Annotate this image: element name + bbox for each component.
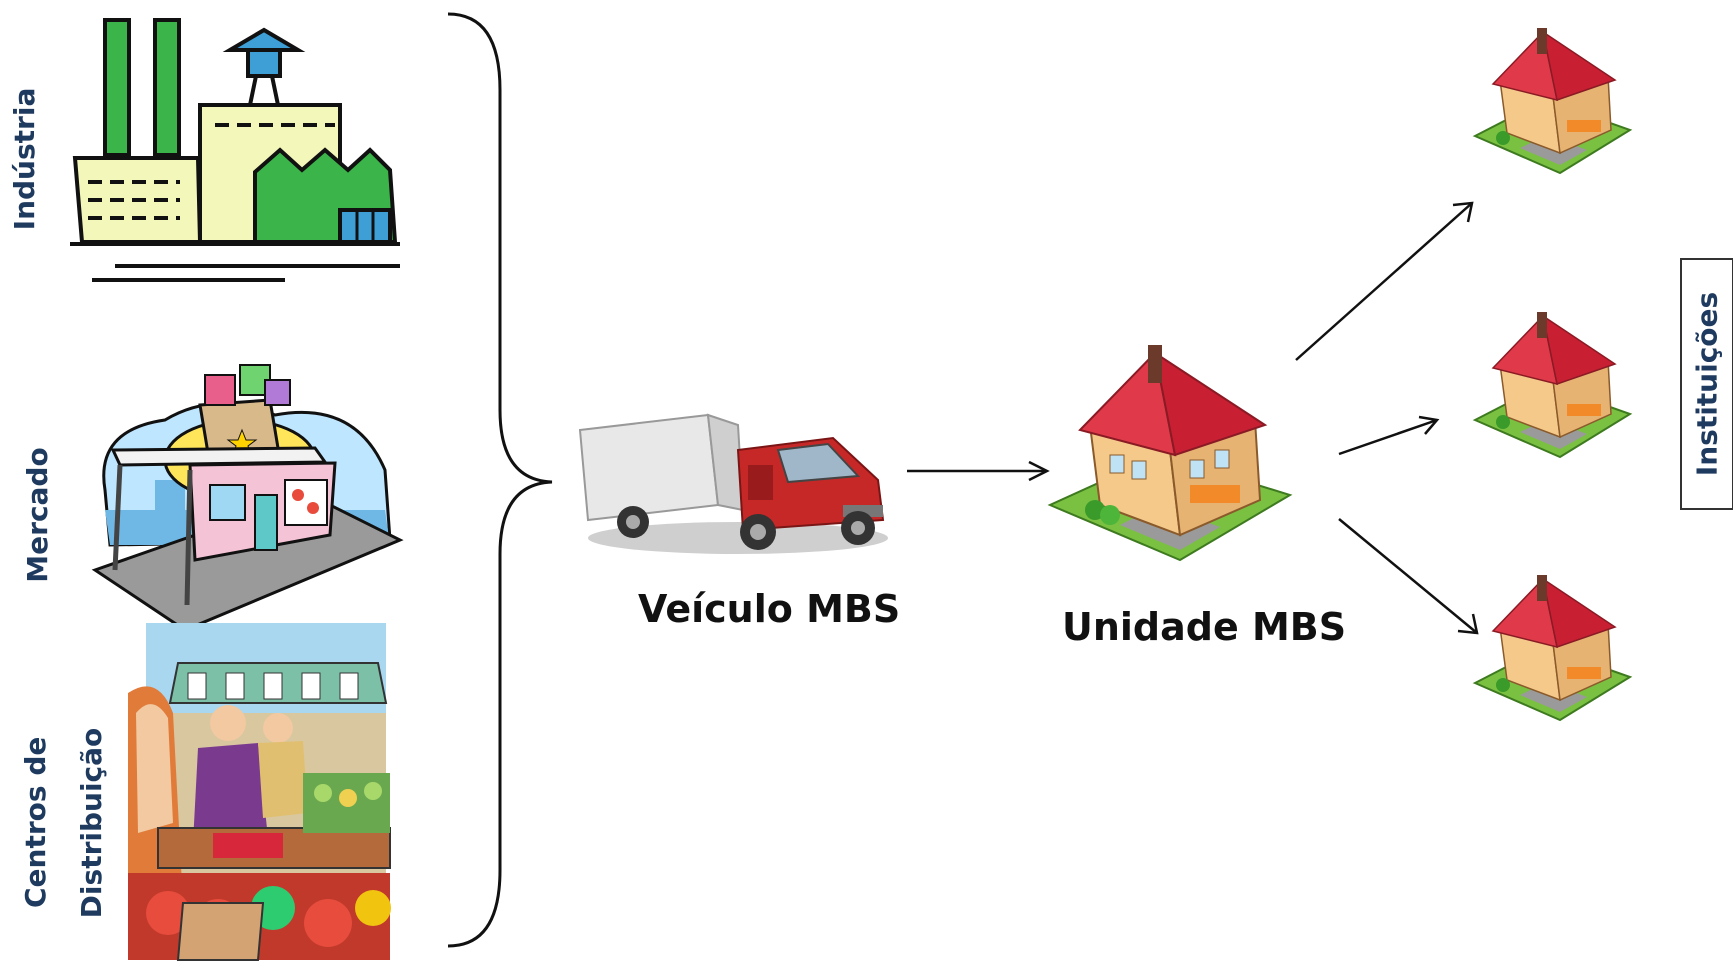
distribution-center-icon <box>128 623 391 961</box>
vehicle-label: Veículo MBS <box>638 587 901 631</box>
industry-label: Indústria <box>8 87 41 231</box>
arrow-vehicle-to-unit <box>907 460 1050 482</box>
distribution-label-line2: Distribuição <box>75 727 108 919</box>
truck-icon <box>578 413 888 554</box>
unit-house-icon <box>1047 345 1293 562</box>
factory-icon <box>70 18 400 282</box>
distribution-label-line1: Centros de <box>19 736 52 908</box>
institution-house-icon <box>1472 312 1633 459</box>
arrow-unit-to-institution-middle <box>1338 415 1440 456</box>
institution-house-icon <box>1472 575 1633 722</box>
institution-house-icon <box>1472 28 1633 175</box>
arrow-unit-to-institution-bottom <box>1338 518 1479 635</box>
unit-label: Unidade MBS <box>1062 605 1347 649</box>
market-label: Mercado <box>21 447 54 583</box>
arrow-unit-to-institution-top <box>1295 201 1474 361</box>
market-icon <box>91 364 404 632</box>
institutions-label-box: Instituições <box>1680 258 1733 510</box>
grouping-brace <box>447 12 553 948</box>
institutions-label: Instituições <box>1690 291 1724 477</box>
